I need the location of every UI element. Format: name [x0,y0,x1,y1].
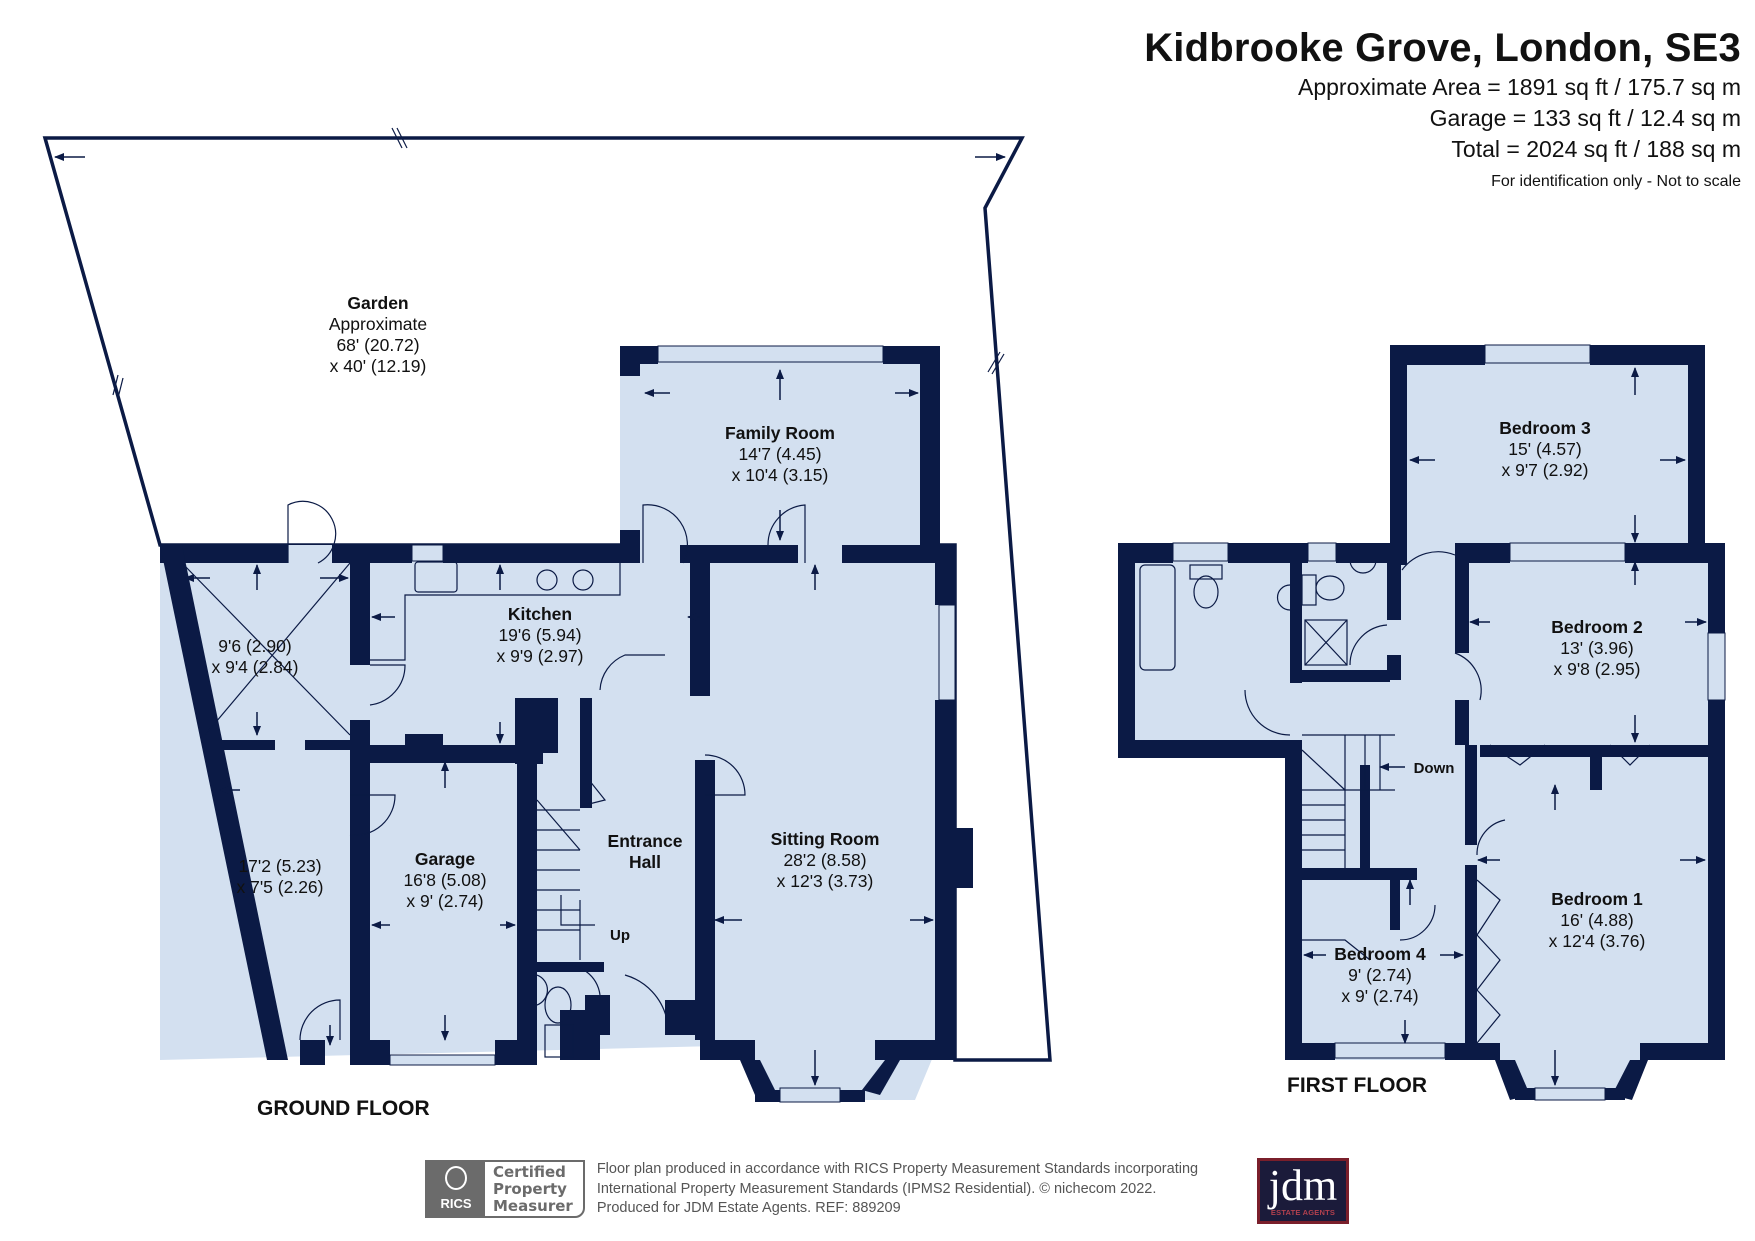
basin-icon [1276,584,1291,611]
first-floor-label: FIRST FLOOR [1287,1074,1427,1097]
scale-disclaimer: For identification only - Not to scale [1491,173,1741,190]
plan-footer: RICS Certified Property Measurer Floor p… [425,1160,1198,1226]
room-name-bedroom-3: Bedroom 3 [1499,418,1591,438]
svg-text:x 9' (2.74): x 9' (2.74) [406,891,483,911]
svg-text:Hall: Hall [629,852,661,872]
svg-text:x 9'7 (2.92): x 9'7 (2.92) [1502,460,1589,480]
svg-text:x 9'4 (2.84): x 9'4 (2.84) [212,657,299,677]
break-marks [112,127,1005,399]
hob-icon [536,569,558,591]
agent-logo: jdm ESTATE AGENTS [1257,1158,1349,1224]
room-name-garden: Garden [347,293,408,313]
svg-text:x 40' (12.19): x 40' (12.19) [330,356,427,376]
agent-logo-sub: ESTATE AGENTS [1270,1208,1336,1217]
bathtub-icon [1139,564,1176,671]
toilet-icon [544,986,572,1024]
toilet-icon [1315,575,1345,601]
hob-icon [572,569,594,591]
basin-icon [1349,559,1377,574]
first-fixtures [1139,551,1651,1044]
svg-text:x 9'8 (2.95): x 9'8 (2.95) [1554,659,1641,679]
first-windows [1172,344,1726,1101]
agent-logo-mark: jdm [1268,1161,1338,1210]
room-name-bedroom-4: Bedroom 4 [1334,944,1426,964]
svg-text:16'8 (5.08): 16'8 (5.08) [403,870,486,890]
svg-text:x 9'9 (2.97): x 9'9 (2.97) [497,646,584,666]
room-name-garage: Garage [415,849,476,869]
svg-text:x 7'5 (2.26): x 7'5 (2.26) [237,877,324,897]
stairs-up-label: Up [610,927,630,944]
svg-text:14'7 (4.45): 14'7 (4.45) [738,444,821,464]
svg-text:16' (4.88): 16' (4.88) [1560,910,1633,930]
room-name-bedroom-1: Bedroom 1 [1551,889,1643,909]
kitchen-fixtures [181,500,806,1058]
toilet-icon [1193,575,1219,609]
svg-text:28'2 (8.58): 28'2 (8.58) [783,850,866,870]
room-name-kitchen: Kitchen [508,604,572,624]
ground-floor-walls [160,346,973,1102]
ground-floor-label: GROUND FLOOR [257,1097,430,1120]
stairs [536,799,595,960]
dimension-arrows [184,369,934,1086]
room-name-bedroom-2: Bedroom 2 [1551,617,1643,637]
svg-text:9' (2.74): 9' (2.74) [1348,965,1412,985]
wardrobe-icon [1489,744,1546,766]
first-room-labels: Bedroom 3 15' (4.57) x 9'7 (2.92) Bedroo… [1334,418,1645,1006]
svg-text:19'6 (5.94): 19'6 (5.94) [498,625,581,645]
sink-icon [414,561,458,593]
first-floor-fill [1118,345,1725,1100]
svg-text:13' (3.96): 13' (3.96) [1560,638,1633,658]
approximate-area: Approximate Area = 1891 sq ft / 175.7 sq… [1297,74,1741,100]
footer-note-1: Floor plan produced in accordance with R… [596,1161,1199,1177]
svg-text:x 12'4 (3.76): x 12'4 (3.76) [1549,931,1646,951]
rics-certification: Certified Property Measurer [493,1163,573,1215]
property-title: Kidbrooke Grove, London, SE3 [1144,26,1741,70]
plan-header: Kidbrooke Grove, London, SE3 Approximate… [1144,24,1741,193]
svg-text:x 12'3 (3.73): x 12'3 (3.73) [777,871,874,891]
shower-icon [1304,619,1348,666]
rics-logo: RICS [427,1162,485,1216]
footer-note-3: Produced for JDM Estate Agents. REF: 889… [596,1200,901,1216]
svg-text:x 10'4 (3.15): x 10'4 (3.15) [732,465,829,485]
stairs-down-label: Down [1414,760,1455,777]
svg-text:68' (20.72): 68' (20.72) [336,335,419,355]
svg-text:15' (4.57): 15' (4.57) [1508,439,1581,459]
room-dims-store: 17'2 (5.23) [238,856,321,876]
room-name-family-room: Family Room [725,423,835,443]
room-name-sitting-room: Sitting Room [771,829,880,849]
rics-badge: RICS Certified Property Measurer [425,1160,585,1218]
dimension-arrows [1303,367,1707,1086]
first-floor: Bedroom 3 15' (4.57) x 9'7 (2.92) Bedroo… [1118,344,1726,1101]
svg-text:Approximate: Approximate [329,314,427,334]
room-name-entrance-hall: Entrance [608,831,683,851]
ground-windows [389,345,956,1103]
total-area: Total = 2024 sq ft / 188 sq m [1451,136,1741,162]
rics-lion-icon [445,1166,467,1190]
basin-icon [536,974,549,1006]
footer-notes: Floor plan produced in accordance with R… [597,1160,1198,1219]
garage-area: Garage = 133 sq ft / 12.4 sq m [1429,105,1741,131]
stairs [1301,734,1395,868]
svg-text:x 9' (2.74): x 9' (2.74) [1341,986,1418,1006]
footer-note-2: International Property Measurement Stand… [596,1180,1157,1197]
first-floor-walls [1118,345,1725,1100]
ground-room-labels: Garden Approximate 68' (20.72) x 40' (12… [212,293,880,944]
room-dims-utility: 9'6 (2.90) [218,636,291,656]
ground-floor: Garden Approximate 68' (20.72) x 40' (12… [42,127,1052,1120]
